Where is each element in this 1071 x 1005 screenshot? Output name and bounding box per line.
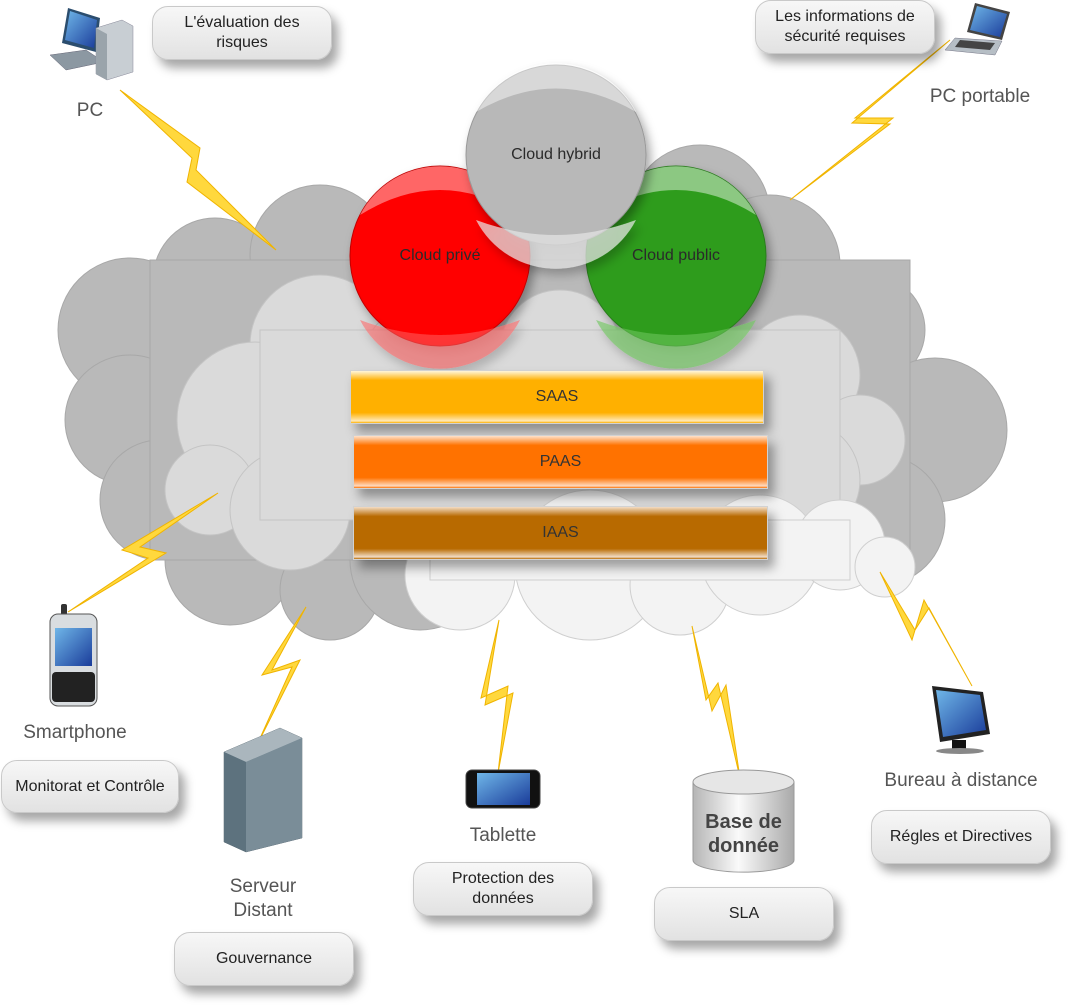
pc-icon	[49, 8, 134, 81]
cloud-hybrid-label: Cloud hybrid	[511, 146, 601, 163]
note-risk-assessment: L'évaluation des risques	[152, 6, 332, 60]
note-sla: SLA	[654, 887, 834, 941]
sphere-cloud-public	[585, 165, 767, 369]
lightning-smartphone	[67, 492, 219, 613]
lightning-database	[691, 625, 741, 779]
lightning-pc	[119, 89, 277, 251]
cloud-private-label: Cloud privé	[399, 247, 481, 264]
tablet-icon	[465, 769, 541, 809]
note-governance: Gouvernance	[174, 932, 354, 986]
layer-paas: PAAS	[353, 435, 768, 489]
pc-label: PC	[76, 100, 104, 121]
database-label: Base de donnée	[705, 811, 782, 857]
note-rules-directives: Régles et Directives	[871, 810, 1051, 864]
lightning-laptop	[789, 39, 951, 201]
server-icon	[223, 727, 303, 853]
server-label: Serveur Distant	[229, 876, 297, 921]
smartphone-icon	[49, 604, 98, 707]
lightning-desktop	[879, 571, 973, 687]
note-data-protection: Protection des données	[413, 862, 593, 916]
laptop-label: PC portable	[929, 86, 1031, 107]
smartphone-label: Smartphone	[23, 722, 127, 743]
desktop-monitor-icon	[932, 686, 990, 754]
sphere-cloud-hybrid	[465, 63, 647, 269]
laptop-icon	[944, 3, 1010, 56]
cloud-public-label: Cloud public	[631, 247, 721, 264]
note-security-info: Les informations de sécurité requises	[755, 0, 935, 54]
layer-iaas: IAAS	[353, 506, 768, 560]
note-monitoring-control: Monitorat et Contrôle	[1, 760, 179, 813]
lightning-tablet	[480, 619, 514, 774]
database-icon	[692, 769, 795, 873]
tablet-label: Tablette	[469, 825, 537, 846]
remote-desktop-label: Bureau à distance	[884, 770, 1038, 791]
layer-saas: SAAS	[350, 370, 764, 424]
